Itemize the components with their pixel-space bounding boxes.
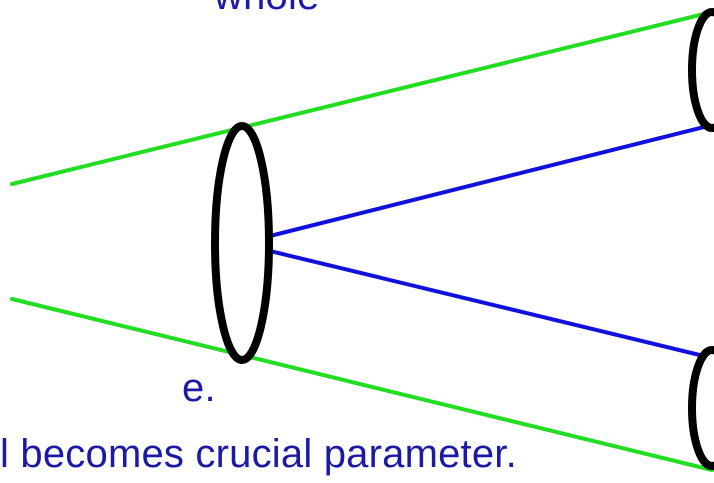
- lower-right-lens: [688, 346, 714, 470]
- lower-outer-ray: [10, 297, 714, 472]
- lower-inner-ray: [268, 249, 714, 360]
- main-lens: [211, 122, 273, 364]
- upper-right-lens: [688, 8, 714, 132]
- slide-text-bottom: l becomes crucial parameter.: [0, 432, 517, 476]
- slide-text-middle: e.: [182, 366, 216, 410]
- upper-inner-ray: [268, 123, 714, 238]
- upper-outer-ray: [10, 10, 714, 186]
- slide-text-top: whole: [214, 0, 320, 16]
